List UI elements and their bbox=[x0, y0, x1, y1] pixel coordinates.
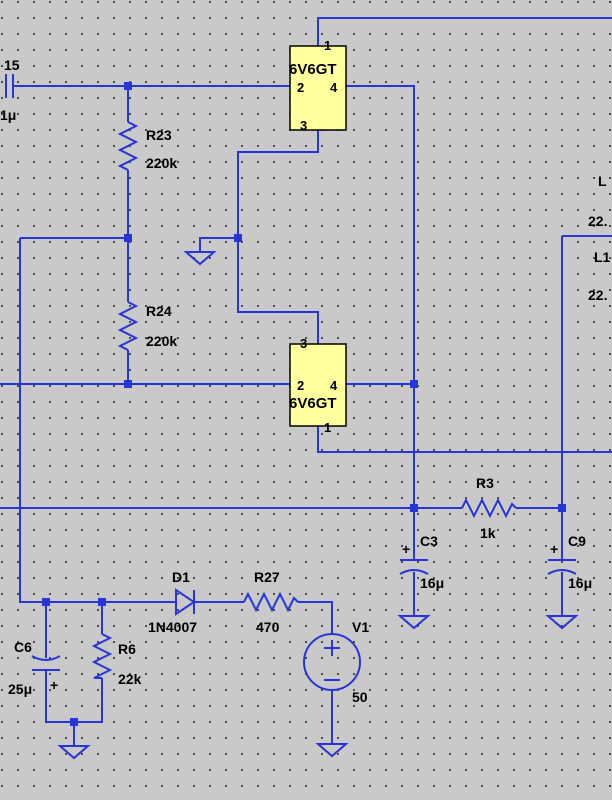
l-bot-name: L1 bbox=[594, 249, 611, 265]
ground-v1-icon bbox=[315, 743, 349, 758]
c6-plate-top bbox=[31, 655, 61, 661]
v1-circle bbox=[303, 633, 361, 691]
tube1-pin3: 3 bbox=[300, 118, 307, 133]
junction-r23-top bbox=[124, 82, 132, 90]
c6-plus: + bbox=[50, 677, 58, 693]
wire-cathodes bbox=[237, 130, 319, 344]
ground-cathode-icon bbox=[183, 251, 217, 266]
c6-name: C6 bbox=[14, 639, 32, 655]
d1-name: D1 bbox=[172, 569, 190, 585]
labels: 15 1μ R23 220k R24 220k 1 6V6GT 2 4 3 3 … bbox=[0, 38, 611, 705]
diode-d1[interactable] bbox=[172, 588, 196, 616]
capacitor-c6[interactable] bbox=[31, 655, 61, 671]
tube2-name: 6V6GT bbox=[289, 395, 337, 412]
wire-bottom-screen bbox=[317, 424, 612, 453]
d1-bar bbox=[193, 590, 196, 614]
voltage-source-v1[interactable] bbox=[303, 633, 361, 691]
tube-6v6gt-lower[interactable] bbox=[289, 343, 347, 427]
r3-value: 1k bbox=[480, 525, 496, 541]
junction-bias bbox=[124, 234, 132, 242]
tube-6v6gt-upper[interactable] bbox=[289, 45, 347, 131]
tube2-pin1: 1 bbox=[324, 420, 331, 435]
r6-value: 22k bbox=[118, 671, 142, 687]
resistor-r23[interactable] bbox=[117, 121, 139, 171]
c3-value: 16μ bbox=[420, 575, 444, 591]
r3-name: R3 bbox=[476, 475, 494, 491]
wire-top-screen bbox=[317, 17, 612, 48]
c15-name: 15 bbox=[4, 57, 20, 73]
c15-plates bbox=[5, 74, 14, 98]
c15-value: 1μ bbox=[0, 107, 16, 123]
r23-value: 220k bbox=[146, 155, 177, 171]
wire-plate-upper bbox=[346, 85, 415, 508]
resistor-r3[interactable] bbox=[461, 497, 517, 519]
r23-name: R23 bbox=[146, 127, 172, 143]
wire-bias-rail bbox=[19, 238, 172, 603]
v1-name: V1 bbox=[352, 619, 369, 635]
r6-name: R6 bbox=[118, 641, 136, 657]
r27-name: R27 bbox=[254, 569, 280, 585]
junction-r24-bottom bbox=[124, 380, 132, 388]
tube1-pin4: 4 bbox=[330, 80, 338, 95]
l-bot-value: 22. bbox=[588, 287, 607, 303]
d1-value: 1N4007 bbox=[148, 619, 197, 635]
junctions bbox=[42, 82, 566, 726]
v1-value: 50 bbox=[352, 689, 368, 705]
r27-value: 470 bbox=[256, 619, 280, 635]
ground-c9-icon bbox=[545, 615, 579, 630]
junction-r6-top bbox=[98, 598, 106, 606]
tube1-name: 6V6GT bbox=[289, 61, 337, 78]
junction-cathode bbox=[234, 234, 242, 242]
tube2-pin2: 2 bbox=[297, 378, 304, 393]
c9-plus: + bbox=[550, 541, 558, 557]
c9-value: 16μ bbox=[568, 575, 592, 591]
ground-c3-icon bbox=[397, 615, 431, 630]
ground-c6-icon bbox=[57, 745, 91, 760]
wire-d1-r27-v1 bbox=[196, 601, 333, 634]
tube2-pin4: 4 bbox=[330, 378, 338, 393]
junction-ground-c6 bbox=[70, 718, 78, 726]
d1-triangle bbox=[172, 588, 196, 616]
wires bbox=[0, 17, 612, 746]
resistor-r27[interactable] bbox=[243, 591, 299, 613]
wire-cathode-ground bbox=[199, 237, 238, 252]
junction-bplus-c9 bbox=[558, 504, 566, 512]
v1-plus-sign bbox=[324, 640, 340, 656]
junction-plate-lower bbox=[410, 380, 418, 388]
capacitor-c15[interactable] bbox=[5, 74, 14, 98]
c3-plus: + bbox=[402, 541, 410, 557]
capacitor-c9[interactable] bbox=[547, 559, 577, 575]
resistor-r24[interactable] bbox=[117, 301, 139, 351]
tube1-pin1: 1 bbox=[324, 38, 331, 53]
l-top-name: L bbox=[598, 173, 607, 189]
tube1-pin2: 2 bbox=[297, 80, 304, 95]
capacitor-c3[interactable] bbox=[399, 559, 429, 575]
c3-plate-bottom bbox=[399, 569, 429, 575]
resistor-r6[interactable] bbox=[91, 633, 113, 679]
r24-value: 220k bbox=[146, 333, 177, 349]
r24-name: R24 bbox=[146, 303, 172, 319]
c9-name: C9 bbox=[568, 533, 586, 549]
junction-c6-top bbox=[42, 598, 50, 606]
c9-plate-bottom bbox=[547, 569, 577, 575]
c3-name: C3 bbox=[420, 533, 438, 549]
l-top-value: 22. bbox=[588, 213, 607, 229]
junction-bplus-c3 bbox=[410, 504, 418, 512]
tube2-pin3: 3 bbox=[300, 336, 307, 351]
c6-value: 25μ bbox=[8, 681, 32, 697]
